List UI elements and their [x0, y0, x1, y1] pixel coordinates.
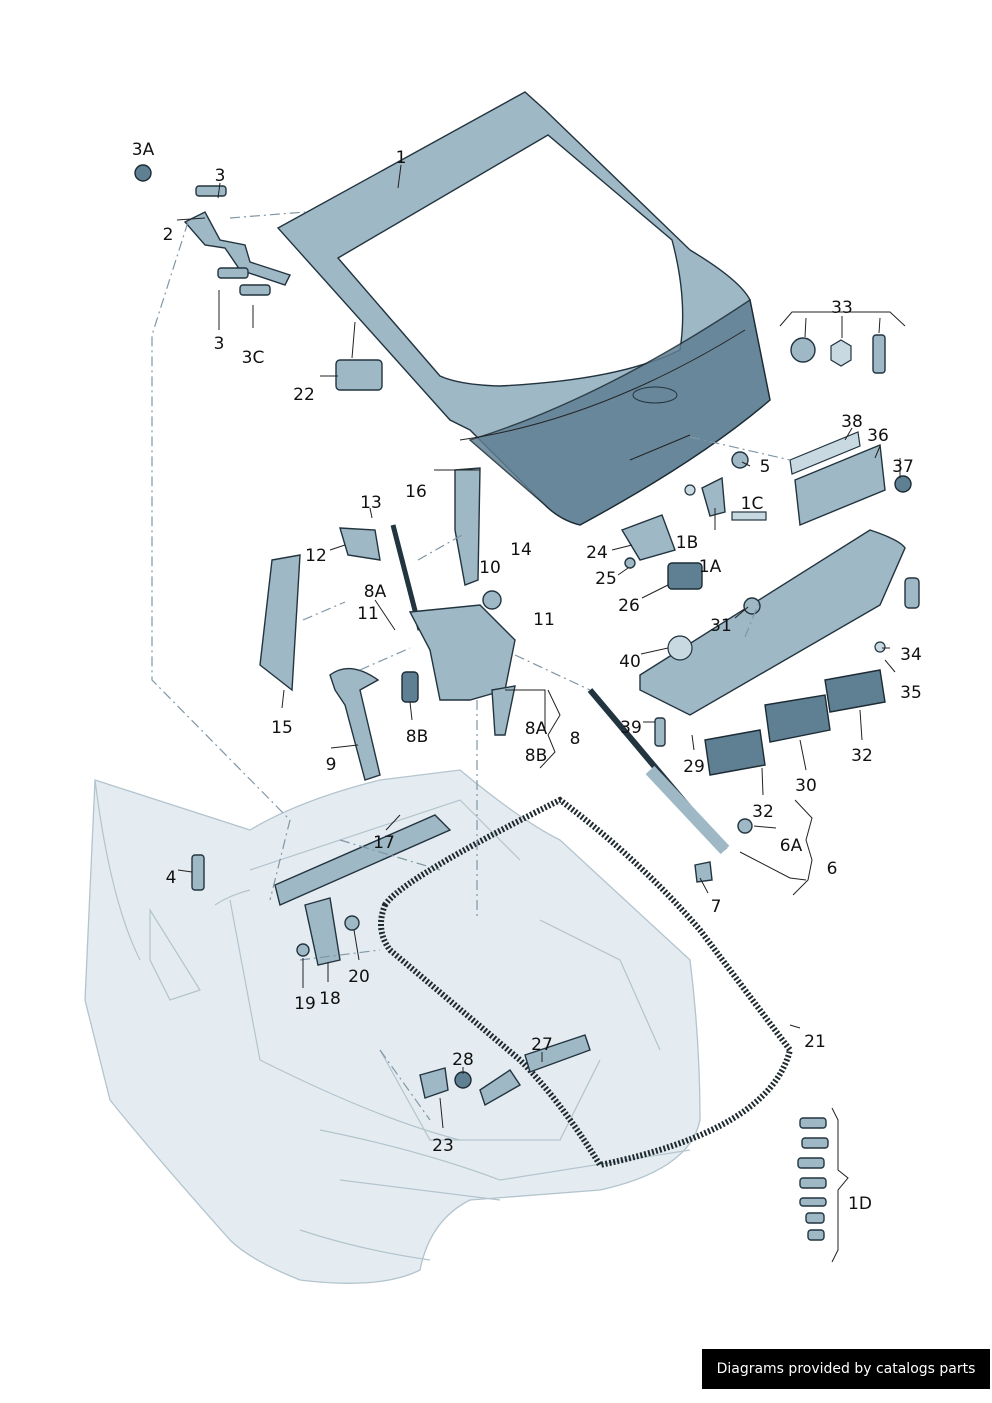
tailgate-seal	[378, 796, 794, 1169]
callout-1d: 1D	[848, 1194, 872, 1214]
callout-27: 27	[531, 1035, 553, 1055]
callout-17: 17	[373, 833, 395, 853]
callout-20: 20	[348, 967, 370, 987]
attribution-banner: Diagrams provided by catalogs parts	[702, 1349, 990, 1389]
license-plate-38-36	[731, 431, 912, 527]
trim-panels	[259, 467, 516, 781]
callout-8a: 8A	[525, 719, 548, 739]
callout-36: 36	[867, 426, 889, 446]
callout-3: 3	[214, 334, 225, 354]
screw-set-1D	[797, 1117, 829, 1241]
callout-19: 19	[294, 994, 316, 1014]
callout-6: 6	[827, 859, 838, 879]
car-body	[84, 769, 701, 1284]
callout-8: 8	[570, 729, 581, 749]
callout-1c: 1C	[741, 494, 764, 514]
callout-11: 11	[357, 604, 379, 624]
callout-1: 1	[396, 148, 407, 168]
callout-1b: 1B	[676, 533, 698, 553]
rear-trim-31	[639, 529, 920, 776]
callout-40: 40	[619, 652, 641, 672]
callout-4: 4	[166, 868, 177, 888]
bump-stop-22	[335, 359, 383, 391]
callout-3c: 3C	[242, 348, 265, 368]
callout-8b: 8B	[525, 746, 547, 766]
callout-25: 25	[595, 569, 617, 589]
callout-1a: 1A	[699, 557, 722, 577]
callout-6a: 6A	[780, 836, 803, 856]
hinge-assembly	[134, 164, 291, 296]
callout-39: 39	[620, 718, 642, 738]
callout-12: 12	[305, 546, 327, 566]
callout-21: 21	[804, 1032, 826, 1052]
callout-37: 37	[892, 457, 914, 477]
callout-26: 26	[618, 596, 640, 616]
callout-32: 32	[752, 802, 774, 822]
callout-labels: 123A333C223338363751C1B1A242526131612101…	[132, 140, 922, 1214]
callout-9: 9	[326, 755, 337, 775]
callout-28: 28	[452, 1050, 474, 1070]
callout-3: 3	[215, 166, 226, 186]
callout-5: 5	[760, 457, 771, 477]
callout-3a: 3A	[132, 140, 155, 160]
callout-2: 2	[163, 225, 174, 245]
callout-18: 18	[319, 989, 341, 1009]
callout-24: 24	[586, 543, 608, 563]
callout-14: 14	[510, 540, 532, 560]
callout-30: 30	[795, 776, 817, 796]
callout-32: 32	[851, 746, 873, 766]
bracket-parts-23-27-28	[419, 818, 753, 1107]
crossmember-17	[191, 814, 452, 966]
tailgate	[276, 91, 771, 526]
callout-8b: 8B	[406, 727, 428, 747]
callout-7: 7	[711, 897, 722, 917]
leader-lines	[176, 164, 906, 1263]
callout-38: 38	[841, 412, 863, 432]
cap-set-33	[790, 334, 886, 374]
callout-8a: 8A	[364, 582, 387, 602]
callout-13: 13	[360, 493, 382, 513]
callout-11: 11	[533, 610, 555, 630]
callout-29: 29	[683, 757, 705, 777]
callout-22: 22	[293, 385, 315, 405]
callout-34: 34	[900, 645, 922, 665]
attribution-text: Diagrams provided by catalogs parts	[716, 1361, 976, 1377]
callout-10: 10	[479, 558, 501, 578]
callout-31: 31	[710, 616, 732, 636]
callout-23: 23	[432, 1136, 454, 1156]
dashed-reference-lines	[151, 211, 791, 1121]
callout-16: 16	[405, 482, 427, 502]
callout-15: 15	[271, 718, 293, 738]
callout-33: 33	[831, 298, 853, 318]
lock-assembly	[620, 476, 767, 590]
callout-35: 35	[900, 683, 922, 703]
